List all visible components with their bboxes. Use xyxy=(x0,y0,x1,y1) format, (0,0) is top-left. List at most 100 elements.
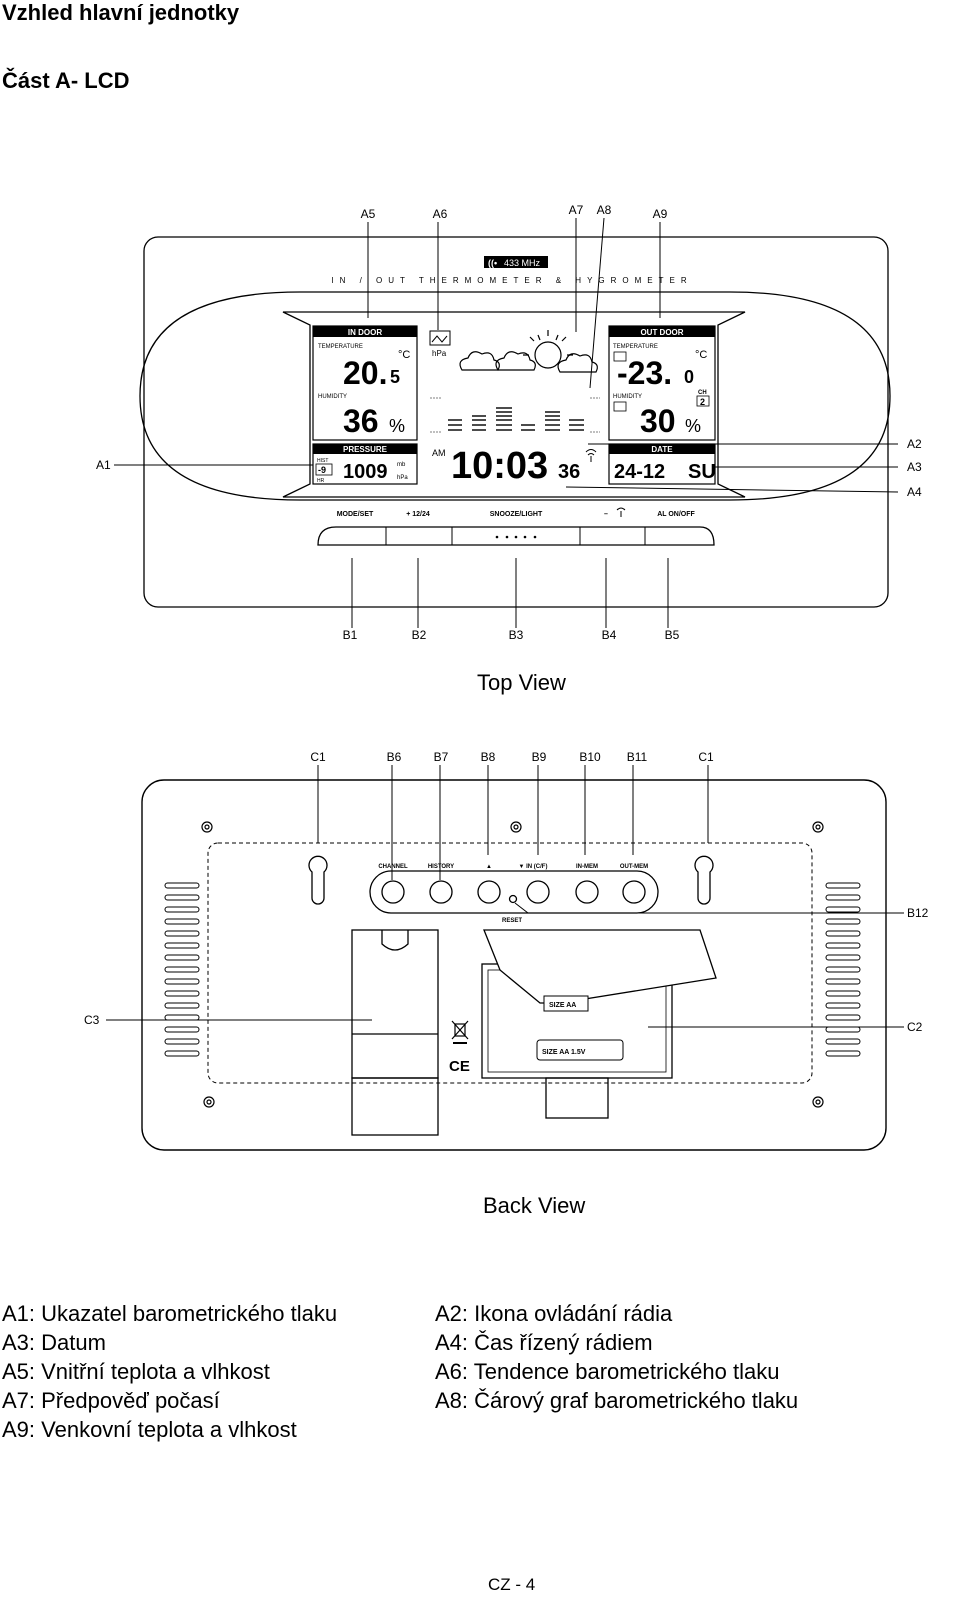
legend-right-column: A2: Ikona ovládání rádia A4: Čas řízený … xyxy=(435,1299,798,1415)
callout-b6: B6 xyxy=(387,750,402,764)
legend-item-a8: A8: Čárový graf barometrického tlaku xyxy=(435,1388,799,1413)
battery-icon xyxy=(613,351,627,362)
weather-forecast-icon xyxy=(459,330,598,373)
legend-item-a3: A3: Datum xyxy=(2,1330,106,1355)
reset-button[interactable] xyxy=(508,894,518,904)
button-label-snooze-light: SNOOZE/LIGHT xyxy=(490,511,543,518)
channel-value: 2 xyxy=(700,397,705,407)
pressure-title: PRESSURE xyxy=(343,445,388,454)
legend-item-a6: A6: Tendence barometrického tlaku xyxy=(435,1359,780,1384)
outdoor-temperature-value: -23. xyxy=(617,355,672,391)
top-button-bar xyxy=(317,526,715,546)
callout-b2: B2 xyxy=(412,628,427,642)
top-callout-labels: A5 A6 A7 A8 A9 A1 A2 A3 A4 B1 B2 B3 B4 B… xyxy=(96,203,922,642)
channel-label: CH xyxy=(698,390,707,396)
callout-c3: C3 xyxy=(84,1013,100,1027)
callout-a5: A5 xyxy=(361,207,376,221)
section-heading: Část A- LCD xyxy=(2,68,130,93)
callout-a7: A7 xyxy=(569,203,584,217)
callout-b8: B8 xyxy=(481,750,496,764)
callout-c1-left: C1 xyxy=(310,750,326,764)
legend-item-a1: A1: Ukazatel barometrického tlaku xyxy=(2,1301,338,1326)
callout-c2: C2 xyxy=(907,1020,923,1034)
button-label-alarm-on-off: AL ON/OFF xyxy=(657,511,695,518)
legend-item-a7: A7: Předpověď počasí xyxy=(2,1388,220,1413)
history-button[interactable] xyxy=(429,880,453,904)
indoor-temperature-decimal: 5 xyxy=(390,367,400,387)
frequency-badge-text: 433 MHz xyxy=(504,258,541,268)
callout-b3: B3 xyxy=(509,628,524,642)
callout-b4: B4 xyxy=(602,628,617,642)
out-mem-button-label: OUT-MEM xyxy=(620,864,648,870)
legend-item-a5: A5: Vnitřní teplota a vlhkost xyxy=(2,1359,270,1384)
legend-left-column: A1: Ukazatel barometrického tlaku A3: Da… xyxy=(2,1299,337,1444)
indoor-panel: IN DOOR TEMPERATURE 20. 5 °C HUMIDITY 36… xyxy=(312,325,418,441)
out-mem-button[interactable] xyxy=(622,880,646,904)
date-panel: DATE 24-12 SU xyxy=(608,443,716,485)
in-mem-button[interactable] xyxy=(575,880,599,904)
clock-time: 10:03 xyxy=(451,445,548,487)
battery-2-label: SIZE AA 1.5V xyxy=(542,1049,586,1056)
battery-1-label: SIZE AA xyxy=(549,1002,576,1009)
frequency-badge xyxy=(484,256,548,268)
outdoor-temperature-label: TEMPERATURE xyxy=(613,344,658,350)
outdoor-panel: OUT DOOR TEMPERATURE -23. 0 °C HUMIDITY … xyxy=(608,325,716,441)
pressure-trend-icon: hPa xyxy=(429,330,451,358)
battery-cover-flap[interactable] xyxy=(483,929,717,1004)
pressure-hr-label: HR xyxy=(317,478,325,484)
callout-a9: A9 xyxy=(653,207,668,221)
back-housing xyxy=(141,779,887,1151)
up-button-label: ▲ xyxy=(486,864,492,870)
battery-icon xyxy=(613,401,627,412)
legend-item-a4: A4: Čas řízený rádiem xyxy=(435,1330,653,1355)
back-recess-outline xyxy=(207,842,813,1084)
pressure-unit-mb: mb xyxy=(397,462,406,468)
indoor-humidity-label: HUMIDITY xyxy=(318,394,347,400)
radio-signal-icon xyxy=(616,507,626,517)
battery-compartment: SIZE AA 1.5V SIZE AA xyxy=(481,929,717,1119)
battery-door-latch[interactable] xyxy=(545,1077,609,1119)
up-button[interactable] xyxy=(477,880,501,904)
clock-ampm: AM xyxy=(432,448,446,458)
callout-b11: B11 xyxy=(627,750,648,764)
indoor-temperature-value: 20. xyxy=(343,355,387,391)
callout-b7: B7 xyxy=(434,750,449,764)
outdoor-humidity-unit: % xyxy=(685,416,701,436)
down-unit-button[interactable] xyxy=(526,880,550,904)
back-callout-labels: C1 B6 B7 B8 B9 B10 B11 C1 B12 C2 C3 xyxy=(84,750,929,1034)
channel-button-label: CHANNEL xyxy=(378,864,408,870)
button-label-12-24: + 12/24 xyxy=(406,511,430,518)
badge-rf-icon: ((• xyxy=(488,258,497,268)
pressure-bar-graph xyxy=(430,397,600,433)
indoor-title: IN DOOR xyxy=(348,328,382,337)
channel-button[interactable] xyxy=(381,880,405,904)
callout-b1: B1 xyxy=(343,628,358,642)
indoor-temperature-label: TEMPERATURE xyxy=(318,344,363,350)
date-title: DATE xyxy=(651,445,673,454)
date-weekday: SU xyxy=(688,461,716,483)
button-label-mode-set: MODE/SET xyxy=(337,511,374,518)
callout-b12: B12 xyxy=(907,906,929,920)
top-view-caption: Top View xyxy=(477,670,566,695)
weee-bin-icon xyxy=(451,1020,469,1044)
legend-item-a9: A9: Venkovní teplota a vlhkost xyxy=(2,1417,297,1442)
top-view-diagram: ((• 433 MHz IN / OUT THERMOMETER & HYGRO… xyxy=(96,203,922,642)
back-button-labels: CHANNEL HISTORY ▲ ▼ IN (C/F) IN-MEM OUT-… xyxy=(378,864,648,924)
indoor-humidity-unit: % xyxy=(389,416,405,436)
button-label-minus: – xyxy=(604,511,608,518)
callout-b9: B9 xyxy=(532,750,547,764)
vent-slots xyxy=(164,882,861,1057)
reset-button-label: RESET xyxy=(502,918,522,924)
unit-front-bezel xyxy=(139,291,891,501)
date-value: 24-12 xyxy=(614,461,665,483)
pressure-hist-value: -9 xyxy=(318,465,326,475)
radio-signal-icon xyxy=(585,449,597,462)
pressure-unit-hpa: hPa xyxy=(397,475,408,481)
indoor-humidity-value: 36 xyxy=(343,403,379,439)
outdoor-humidity-label: HUMIDITY xyxy=(613,394,642,400)
callout-b10: B10 xyxy=(579,750,601,764)
ce-mark: CE xyxy=(449,1058,470,1075)
pressure-panel: PRESSURE HIST -9 HR 1009 mb hPa xyxy=(312,443,418,485)
callout-a4: A4 xyxy=(907,485,922,499)
top-callout-lines xyxy=(114,217,899,628)
